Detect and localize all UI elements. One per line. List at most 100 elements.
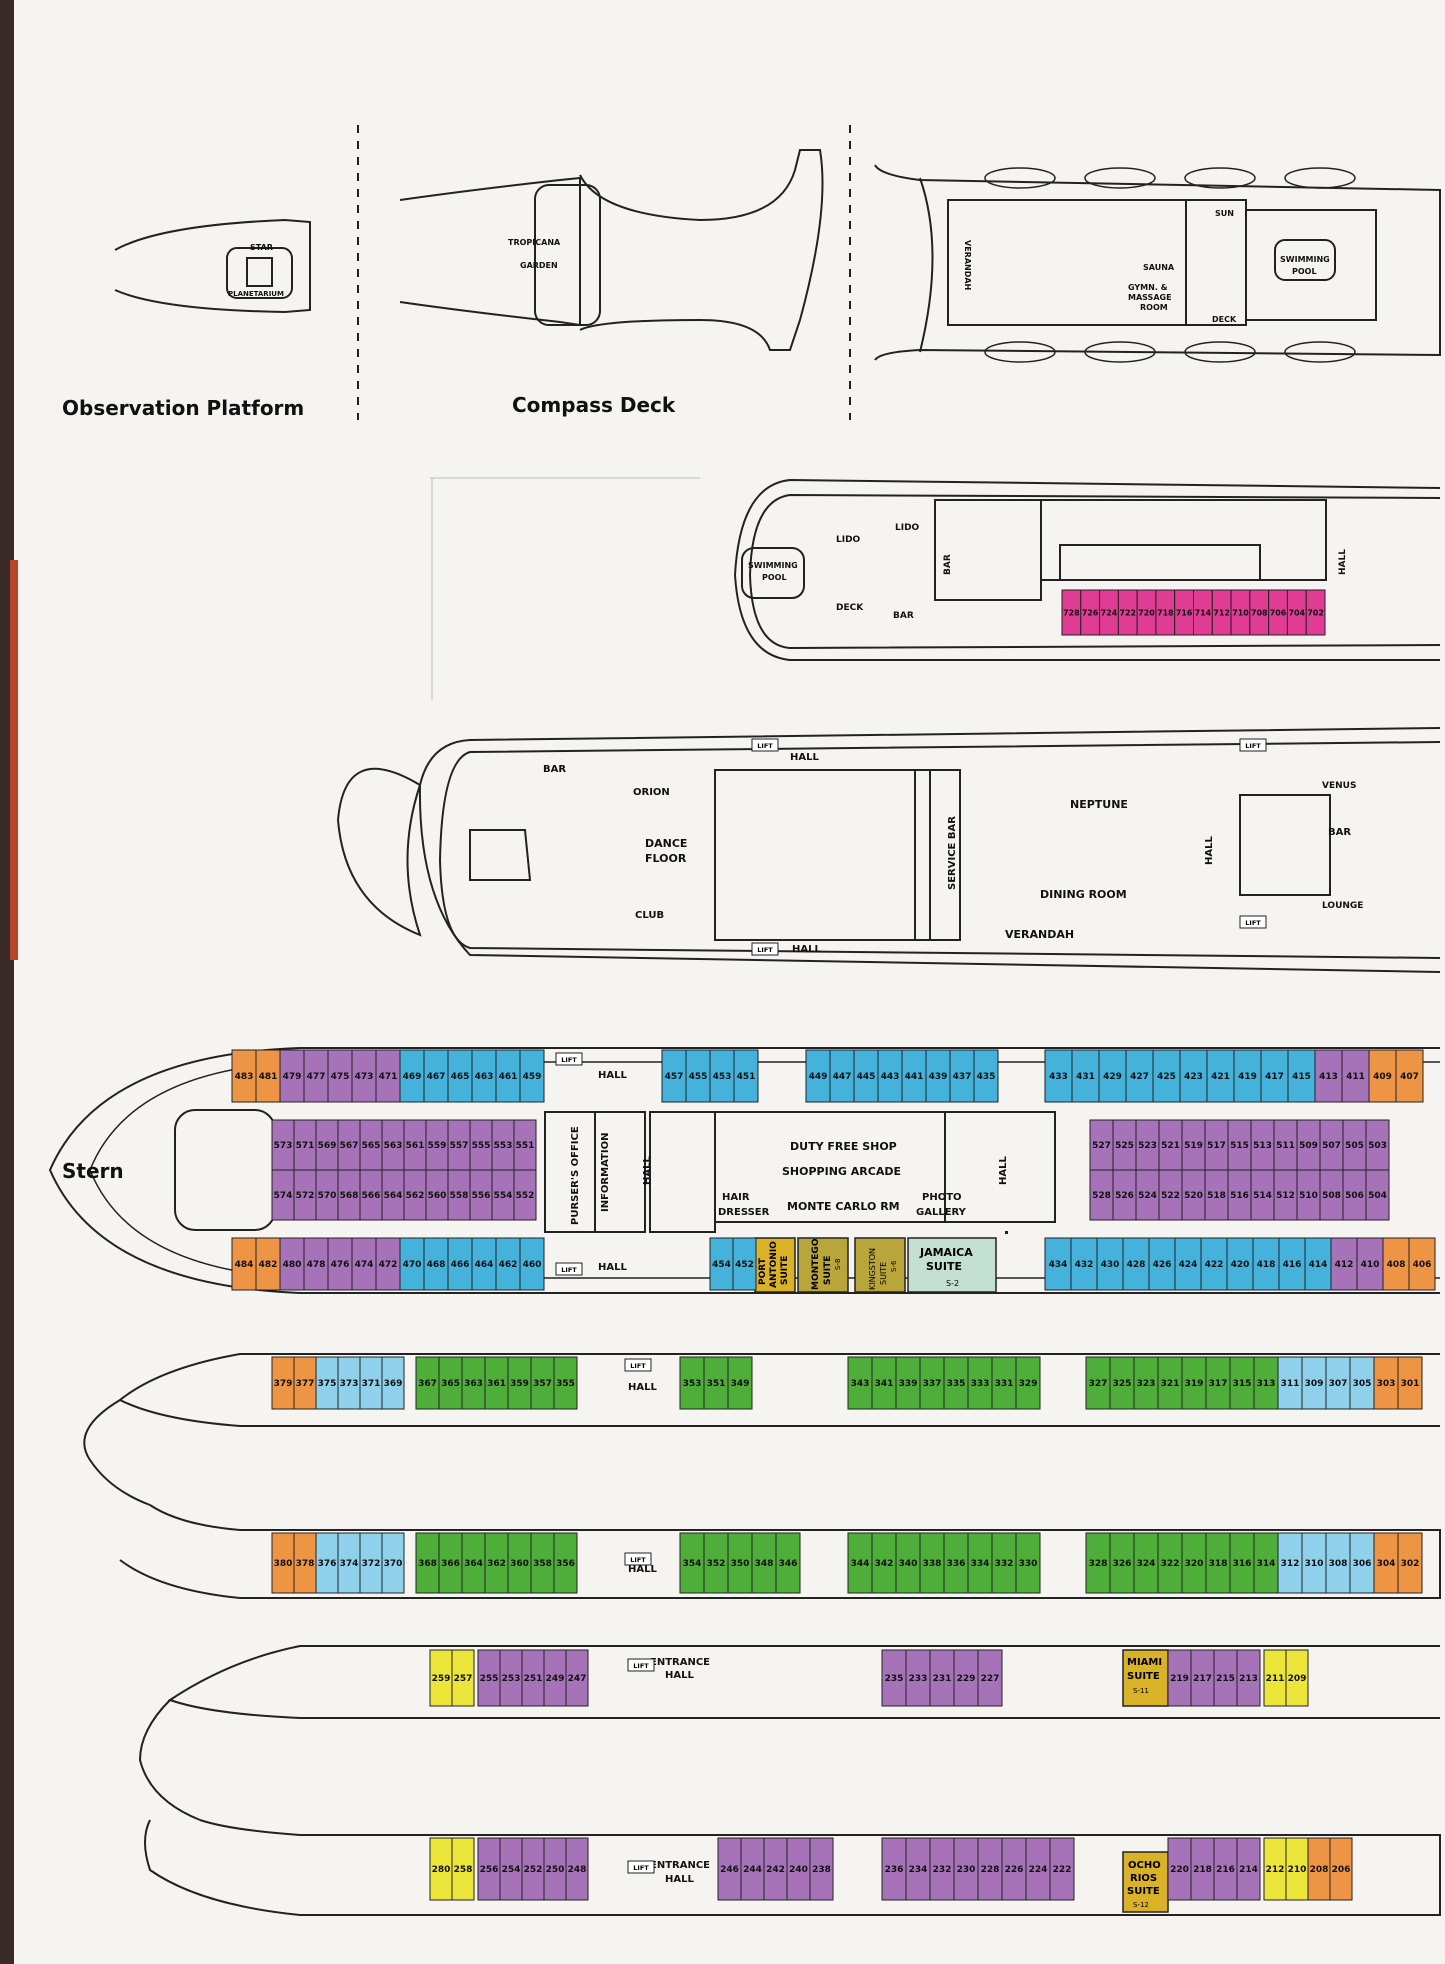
cabin-430 [1096,1237,1124,1291]
lido-deck-hull [733,478,1441,661]
cabin-338 [919,1532,945,1594]
cabin-346 [775,1532,801,1594]
cabin-320 [1181,1532,1207,1594]
massage-label: MASSAGE [1128,293,1172,302]
cabin-number-309: 309 [1305,1379,1324,1389]
cabin-number-377: 377 [296,1379,315,1389]
cabin-number-565: 565 [362,1141,381,1151]
cabin-number-474: 474 [355,1260,374,1270]
d4-hall-label: HALL [598,1070,627,1081]
room-label: ROOM [1140,303,1168,312]
cabin-number-341: 341 [875,1379,894,1389]
cabin-435 [973,1049,999,1103]
cabin-number-572: 572 [296,1191,315,1201]
cabin-number-561: 561 [406,1141,425,1151]
cabin-number-259: 259 [432,1674,451,1684]
compass-deck-title: Compass Deck [512,393,676,417]
cabin-327 [1085,1356,1111,1410]
cabin-number-457: 457 [665,1072,684,1082]
cabin-number-337: 337 [923,1379,942,1389]
main-hall-label3: HALL [1204,836,1215,865]
cabin-206 [1329,1837,1353,1901]
sun-pool-label2: POOL [1292,267,1317,276]
cabin-322 [1157,1532,1183,1594]
cabin-312 [1277,1532,1303,1594]
cabin-307 [1325,1356,1351,1410]
cabin-number-558: 558 [450,1191,469,1201]
cabin-number-356: 356 [556,1559,575,1569]
cabin-238 [809,1837,834,1901]
compass-hull [399,176,581,327]
d4-hall-label4: HALL [998,1156,1009,1185]
cabin-number-362: 362 [487,1559,506,1569]
cabin-231 [929,1649,955,1707]
floor-label: FLOOR [645,852,687,865]
cabin-number-230: 230 [957,1865,976,1875]
cabin-number-366: 366 [441,1559,460,1569]
page-edge-color [10,560,18,960]
cabin-351 [703,1356,729,1410]
cabin-number-567: 567 [340,1141,359,1151]
tropicana-label: TROPICANA [508,238,561,247]
cabin-473 [351,1049,377,1103]
cabin-number-319: 319 [1185,1379,1204,1389]
cabin-number-475: 475 [331,1072,350,1082]
cabin-352 [703,1532,729,1594]
cabin-number-257: 257 [454,1674,473,1684]
entrance-label2: ENTRANCE [650,1860,710,1871]
cabin-number-256: 256 [480,1865,499,1875]
cabin-227 [977,1649,1003,1707]
cabin-number-573: 573 [274,1141,293,1151]
cabin-number-314: 314 [1257,1559,1276,1569]
cabin-number-447: 447 [833,1072,852,1082]
ocho-code: S-12 [1133,1901,1149,1909]
cabin-number-371: 371 [362,1379,381,1389]
club-label: CLUB [635,910,664,921]
cabin-number-229: 229 [957,1674,976,1684]
cabin-number-303: 303 [1377,1379,1396,1389]
cabin-number-240: 240 [789,1865,808,1875]
montego-code: S-8 [834,1259,842,1270]
lift-box [751,942,779,956]
page-edge [0,0,14,1964]
cabin-number-220: 220 [1170,1865,1189,1875]
cabin-number-227: 227 [981,1674,1000,1684]
cabin-number-504: 504 [1368,1191,1387,1201]
cabin-number-422: 422 [1205,1260,1224,1270]
cabin-552 [513,1169,537,1221]
cabin-number-507: 507 [1322,1141,1341,1151]
jamaica-label2: SUITE [926,1260,962,1273]
cabin-416 [1278,1237,1306,1291]
miami-code: S-11 [1133,1687,1149,1695]
cabin-309 [1301,1356,1327,1410]
lift-box [627,1860,655,1874]
cabin-474 [351,1237,377,1291]
montego-label: MONTEGO [811,1238,821,1290]
cabin-number-465: 465 [451,1072,470,1082]
cabin-number-375: 375 [318,1379,337,1389]
cabin-number-718: 718 [1157,609,1173,618]
cabin-209 [1285,1649,1309,1707]
cabin-number-304: 304 [1377,1559,1396,1569]
cabin-number-318: 318 [1209,1559,1228,1569]
cabin-number-324: 324 [1137,1559,1156,1569]
cabin-number-443: 443 [881,1072,900,1082]
deck-3b-hull [119,1504,1441,1599]
cabin-number-564: 564 [384,1191,403,1201]
cabin-number-210: 210 [1288,1865,1307,1875]
cabin-232 [929,1837,955,1901]
cabin-number-408: 408 [1387,1260,1406,1270]
cabin-344 [847,1532,873,1594]
cabin-number-322: 322 [1161,1559,1180,1569]
cabin-number-417: 417 [1265,1072,1284,1082]
cabin-number-349: 349 [731,1379,750,1389]
cabin-number-353: 353 [683,1379,702,1389]
cabin-number-453: 453 [713,1072,732,1082]
cabin-341 [871,1356,897,1410]
cabin-321 [1157,1356,1183,1410]
cabin-number-343: 343 [851,1379,870,1389]
cabin-334 [967,1532,993,1594]
cabin-number-415: 415 [1292,1072,1311,1082]
cabin-214 [1236,1837,1261,1901]
cabin-323 [1133,1356,1159,1410]
